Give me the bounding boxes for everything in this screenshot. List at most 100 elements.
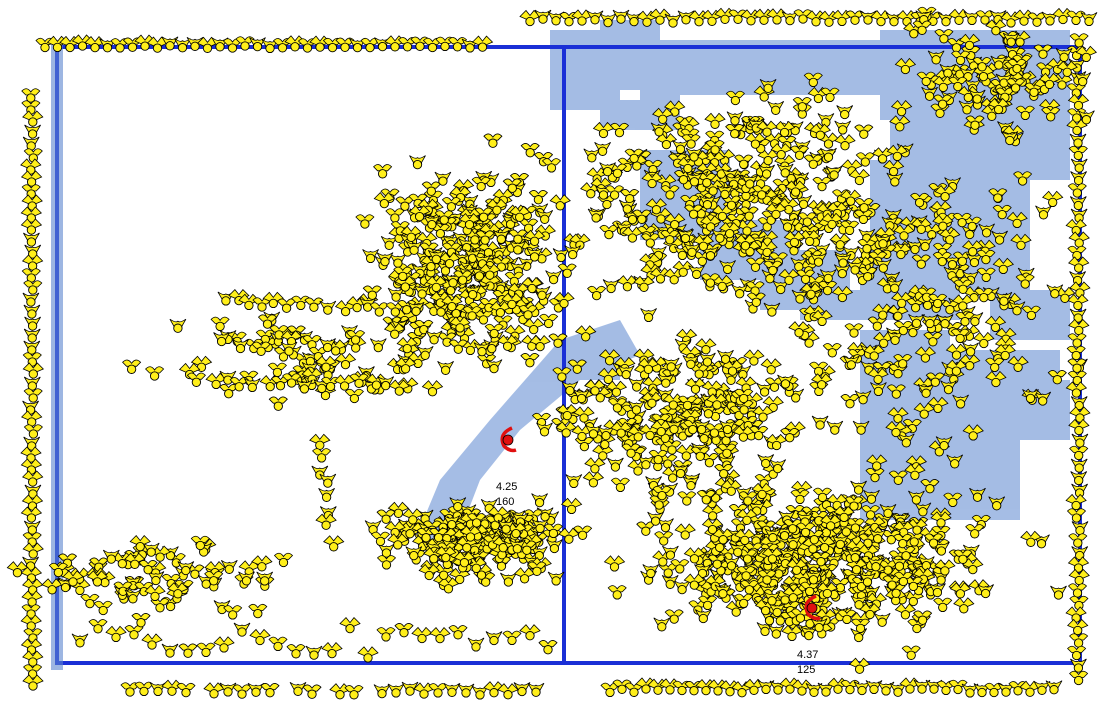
yellow-pin-symbol: [233, 622, 251, 637]
yellow-pin-symbol: [903, 576, 923, 592]
yellow-pin-symbol: [908, 490, 925, 505]
yellow-pin-symbol: [848, 657, 871, 674]
yellow-pin-symbol: [393, 266, 413, 282]
yellow-pin-symbol: [502, 178, 522, 193]
yellow-pin-symbol: [99, 38, 116, 53]
yellow-pin-symbol: [521, 276, 543, 294]
yellow-pin-symbol: [1069, 281, 1091, 298]
yellow-pin-symbol: [141, 633, 163, 650]
yellow-pin-symbol: [850, 618, 871, 634]
yellow-pin-symbol: [437, 577, 460, 594]
yellow-pin-symbol: [24, 124, 41, 139]
yellow-pin-symbol: [1070, 658, 1087, 673]
yellow-pin-symbol: [435, 546, 457, 563]
yellow-pin-symbol: [531, 519, 549, 534]
yellow-pin-symbol: [793, 9, 813, 24]
yellow-pin-symbol: [836, 105, 854, 120]
yellow-pin-symbol: [20, 410, 43, 427]
yellow-pin-symbol: [547, 571, 565, 586]
yellow-pin-symbol: [418, 563, 440, 581]
yellow-pin-symbol: [791, 679, 813, 696]
yellow-pin-symbol: [486, 198, 508, 215]
yellow-pin-symbol: [21, 604, 41, 619]
yellow-pin-symbol: [471, 176, 491, 192]
yellow-pin-symbol: [443, 682, 461, 697]
yellow-pin-symbol: [809, 511, 829, 526]
yellow-pin-symbol: [929, 583, 946, 598]
yellow-pin-symbol: [549, 194, 571, 211]
yellow-pin-symbol: [784, 535, 802, 550]
yellow-pin-symbol: [355, 214, 375, 229]
yellow-pin-symbol: [321, 642, 343, 659]
yellow-pin-symbol: [268, 636, 288, 652]
yellow-pin-symbol: [694, 564, 711, 579]
yellow-pin-symbol: [408, 205, 431, 222]
yellow-pin-symbol: [888, 470, 908, 485]
yellow-pin-symbol: [769, 680, 787, 695]
yellow-pin-symbol: [534, 9, 552, 24]
yellow-pin-symbol: [552, 248, 570, 263]
yellow-pin-symbol: [373, 684, 391, 699]
yellow-pin-symbol: [865, 467, 885, 483]
yellow-pin-symbol: [1069, 271, 1086, 286]
yellow-pin-symbol: [539, 313, 559, 329]
yellow-pin-symbol: [462, 306, 482, 321]
yellow-pin-symbol: [484, 323, 504, 339]
yellow-pin-symbol: [734, 528, 756, 546]
yellow-pin-symbol: [850, 480, 867, 495]
yellow-pin-symbol: [1065, 381, 1088, 398]
yellow-pin-symbol: [1067, 93, 1090, 111]
yellow-pin-symbol: [24, 316, 41, 331]
yellow-pin-symbol: [734, 593, 754, 609]
yellow-pin-symbol: [850, 595, 868, 610]
yellow-pin-symbol: [335, 37, 355, 52]
yellow-pin-symbol: [501, 292, 523, 310]
yellow-pin-symbol: [531, 493, 548, 508]
yellow-pin-symbol: [1052, 7, 1074, 25]
yellow-pin-symbol: [527, 561, 547, 576]
highlight-block: [1010, 380, 1070, 440]
yellow-pin-symbol: [520, 353, 540, 368]
yellow-pin-symbol: [22, 110, 44, 127]
yellow-pin-symbol: [529, 335, 551, 352]
yellow-pin-symbol: [1069, 633, 1089, 648]
yellow-pin-symbol: [865, 680, 883, 695]
yellow-pin-symbol: [21, 194, 43, 211]
yellow-pin-symbol: [714, 584, 732, 599]
yellow-pin-symbol: [249, 628, 271, 646]
yellow-pin-symbol: [756, 622, 774, 637]
yellow-pin-symbol: [892, 520, 915, 537]
yellow-pin-symbol: [21, 268, 41, 283]
yellow-pin-symbol: [904, 532, 924, 547]
yellow-pin-symbol: [933, 597, 953, 613]
yellow-pin-symbol: [781, 624, 803, 642]
yellow-pin-symbol: [24, 484, 42, 499]
yellow-pin-symbol: [812, 487, 833, 503]
yellow-pin-symbol: [543, 523, 563, 539]
yellow-pin-symbol: [437, 360, 454, 375]
yellow-pin-symbol: [429, 627, 451, 644]
yellow-pin-symbol: [453, 551, 476, 568]
yellow-pin-symbol: [196, 642, 216, 658]
yellow-pin-symbol: [496, 334, 519, 351]
yellow-pin-symbol: [105, 625, 127, 643]
yellow-pin-symbol: [924, 533, 944, 548]
yellow-pin-symbol: [421, 181, 441, 196]
yellow-pin-symbol: [1067, 333, 1087, 348]
yellow-pin-symbol: [20, 446, 42, 463]
yellow-pin-symbol: [790, 489, 810, 505]
yellow-pin-symbol: [71, 633, 89, 648]
yellow-pin-symbol: [920, 479, 940, 494]
yellow-pin-symbol: [603, 555, 626, 572]
yellow-pin-symbol: [1068, 533, 1088, 548]
yellow-pin-symbol: [819, 514, 842, 531]
yellow-pin-symbol: [23, 328, 41, 343]
yellow-pin-symbol: [845, 518, 865, 533]
point-label: 160: [496, 496, 514, 508]
yellow-pin-symbol: [761, 547, 784, 564]
yellow-pin-symbol: [698, 595, 718, 611]
yellow-pin-symbol: [441, 295, 463, 312]
yellow-pin-symbol: [448, 339, 468, 354]
yellow-pin-symbol: [509, 240, 527, 255]
